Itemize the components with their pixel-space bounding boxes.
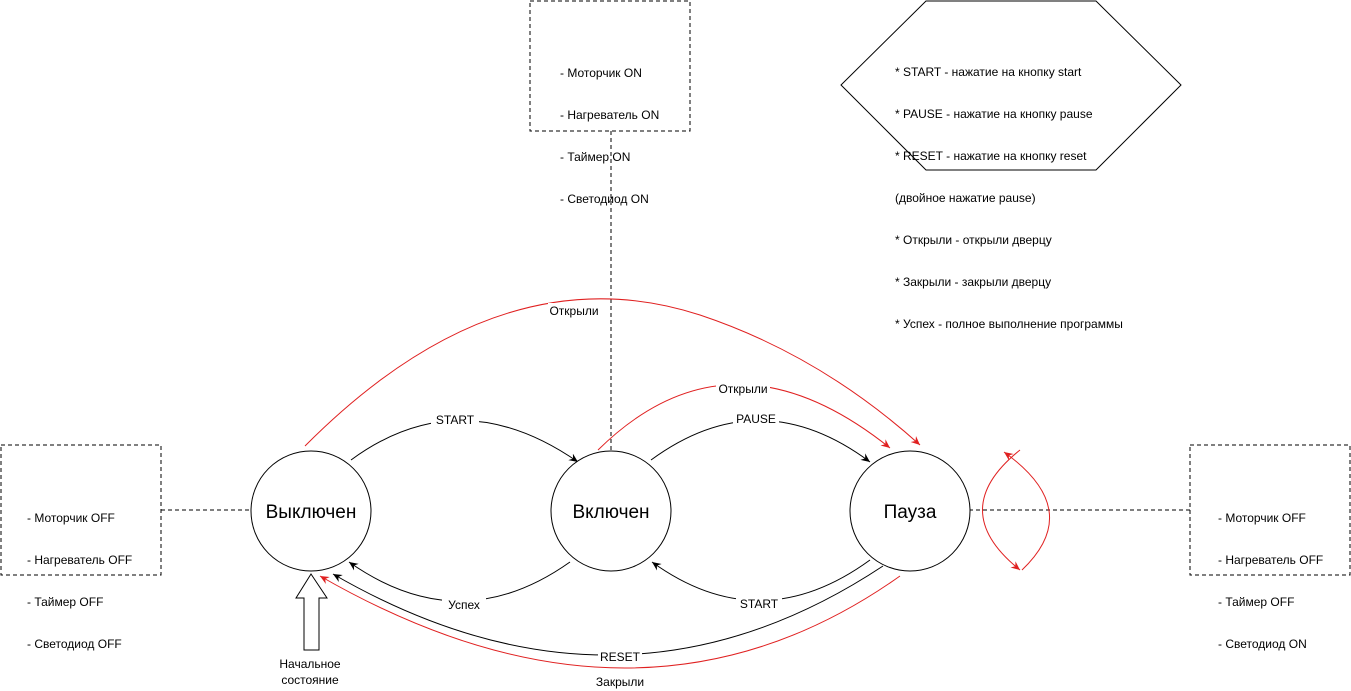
state-on [550,450,672,572]
note-on-line: - Моторчик ON [560,66,642,80]
edge-label-start-pause-on: START [740,597,779,611]
note-pause: - Моторчик OFF - Нагреватель OFF - Тайме… [1218,483,1323,665]
edge-label-start-off-on: START [436,413,475,427]
legend-line: * RESET - нажатие на кнопку reset [895,149,1087,163]
edge-label-reset: RESET [600,650,641,664]
note-on-line: - Светодиод ON [560,192,649,206]
initial-state-arrow [295,573,328,651]
legend-line: * PAUSE - нажатие на кнопку pause [895,107,1093,121]
state-pause-label: Пауза [884,502,937,523]
note-pause-line: - Светодиод ON [1218,637,1307,651]
note-box-pause [1189,444,1351,576]
note-pause-line: - Нагреватель OFF [1218,553,1324,567]
edge-pause-on [651,559,871,601]
state-on-label: Включен [572,502,649,523]
legend-line: * Открыли - открыли дверцу [895,233,1052,247]
edge-pause-self-right [1003,451,1050,571]
initial-state-label-line2: состояние [281,673,339,687]
note-on: - Моторчик ON - Нагреватель ON - Таймер … [560,38,659,220]
legend-line: (двойное нажатие pause) [895,191,1036,205]
edge-on-off [348,561,571,602]
edge-label-opened-off-pause: Открыли [549,304,598,318]
edge-pause-off-reset [332,565,884,656]
state-pause [849,450,971,572]
edge-on-pause [650,420,871,463]
note-on-line: - Таймер ON [560,150,631,164]
legend-line: * START - нажатие на кнопку start [895,65,1082,79]
legend-line: * Закрыли - закрыли дверцу [895,275,1052,289]
legend-text: * START - нажатие на кнопку start * PAUS… [895,37,1123,345]
edge-pause-self-left [982,449,1021,571]
edge-label-opened-on-pause: Открыли [718,382,767,396]
edge-off-pause-opened [304,298,921,447]
edge-label-pause: PAUSE [736,412,776,426]
note-box-on [529,0,691,132]
legend-hexagon [840,0,1182,171]
note-off-line: - Моторчик OFF [27,511,115,525]
note-pause-line: - Моторчик OFF [1218,511,1306,525]
edge-label-success: Успех [448,598,480,612]
note-off-line: - Таймер OFF [27,595,104,609]
state-off [250,450,372,572]
legend-line: * Успех - полное выполнение программы [895,317,1123,331]
note-off-line: - Нагреватель OFF [27,553,133,567]
initial-state-label-line1: Начальное [279,657,341,671]
edge-label-closed: Закрыли [596,675,644,689]
state-off-label: Выключен [266,502,357,523]
note-off-line: - Светодиод OFF [27,637,122,651]
edge-pause-off-closed [319,575,901,669]
note-pause-line: - Таймер OFF [1218,595,1295,609]
note-box-off [0,444,162,576]
note-on-line: - Нагреватель ON [560,108,660,122]
note-off: - Моторчик OFF - Нагреватель OFF - Тайме… [27,483,132,665]
